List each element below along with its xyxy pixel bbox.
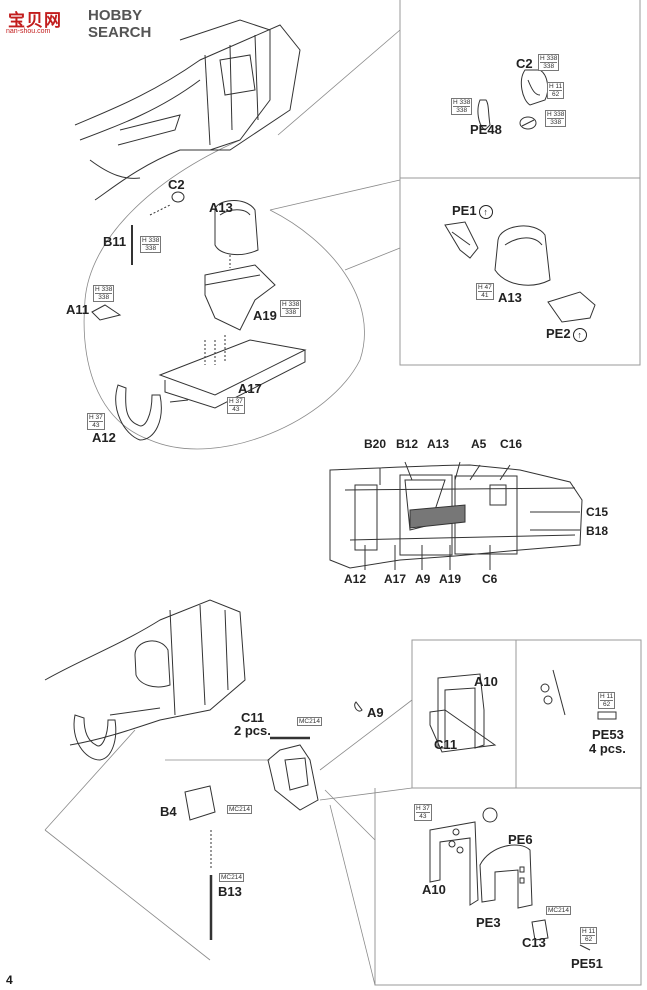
detail-panel-frames (374, 0, 642, 986)
panel2-parts (444, 221, 596, 323)
watermark-cn: 宝贝网 (8, 11, 62, 30)
label-c2: C2 (168, 177, 185, 192)
color-code-mc214: MC214 (227, 805, 252, 814)
watermark-logo: 宝贝网 HOBBY SEARCH nan-shou.com (2, 2, 162, 41)
label-a10-exploded: A10 (422, 882, 446, 897)
label-a13-detail: A13 (498, 290, 522, 305)
panel1-parts (477, 69, 549, 131)
label-c2-detail: C2 (516, 56, 533, 71)
label-b18: B18 (586, 524, 609, 538)
label-a11: A11 (66, 302, 90, 317)
panel5-parts (429, 807, 591, 951)
panel3-parts (429, 673, 497, 753)
arrow-up-icon: ↑ (478, 204, 493, 219)
fuselage-top (74, 19, 301, 201)
arrow-up-icon: ↑ (572, 327, 587, 342)
guide-lines (44, 29, 413, 986)
label-a9: A9 (367, 705, 384, 720)
label-a13-section: A13 (427, 437, 450, 451)
watermark-en: HOBBY SEARCH (88, 7, 152, 41)
label-c11-detail: C11 (434, 737, 458, 752)
color-code-mc214: MC214 (219, 873, 244, 882)
bottom-exploded (184, 701, 363, 940)
label-b11: B11 (103, 234, 127, 249)
label-a12: A12 (92, 430, 116, 445)
label-pe1: PE1↑ (452, 203, 493, 219)
label-a19: A19 (253, 308, 277, 323)
label-b20: B20 (364, 437, 387, 451)
label-a19-section: A19 (439, 572, 462, 586)
label-pe51: PE51 (571, 956, 603, 971)
label-c15: C15 (586, 505, 609, 519)
label-pe53-qty: 4 pcs. (589, 741, 626, 756)
label-pe48: PE48 (470, 122, 502, 137)
label-c11-qty: 2 pcs. (234, 723, 271, 738)
label-pe6: PE6 (508, 832, 533, 847)
panel4-parts (540, 669, 617, 720)
label-c16: C16 (500, 437, 523, 451)
pe2-text: PE2 (546, 326, 571, 341)
label-b13: B13 (218, 884, 242, 899)
label-pe53: PE53 (592, 727, 624, 742)
label-pe3: PE3 (476, 915, 501, 930)
label-pe2: PE2↑ (546, 326, 587, 342)
label-c11: C11 (241, 710, 265, 725)
label-b12: B12 (396, 437, 419, 451)
label-a5: A5 (471, 437, 487, 451)
page-number: 4 (6, 973, 13, 987)
label-a10-detail: A10 (474, 674, 498, 689)
label-c13: C13 (522, 935, 546, 950)
label-a17-section: A17 (384, 572, 407, 586)
label-a12-section: A12 (344, 572, 367, 586)
section-view (329, 461, 583, 570)
fuselage-bottom (44, 599, 246, 761)
label-a17: A17 (238, 381, 262, 396)
watermark-domain: nan-shou.com (6, 28, 51, 35)
pe1-text: PE1 (452, 203, 477, 218)
label-b4: B4 (160, 804, 177, 819)
color-code-mc214: MC214 (297, 717, 322, 726)
label-a9-section: A9 (415, 572, 431, 586)
label-c6: C6 (482, 572, 498, 586)
seat-exploded (91, 191, 307, 441)
label-a13: A13 (209, 200, 233, 215)
color-code-mc214: MC214 (546, 906, 571, 915)
